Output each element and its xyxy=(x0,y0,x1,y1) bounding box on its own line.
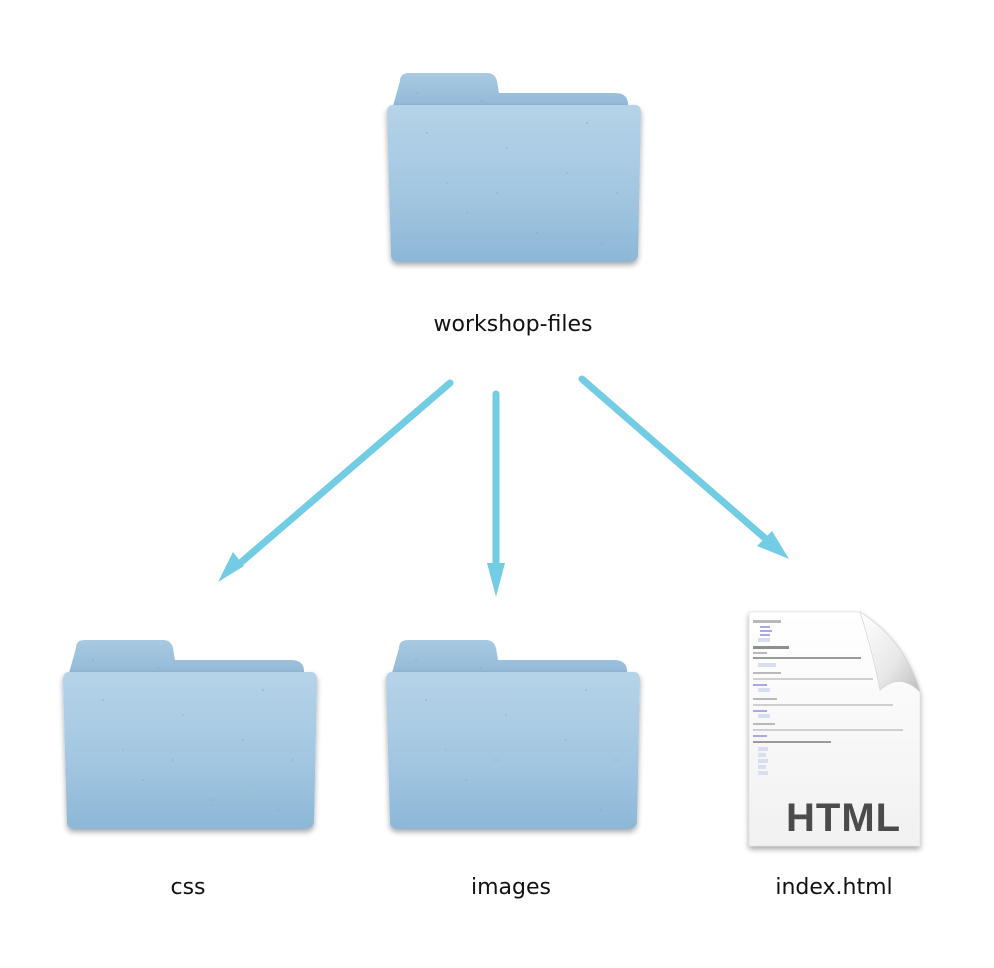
tree-arrows xyxy=(218,375,789,597)
arrow-to-css xyxy=(234,379,454,569)
folder-label-images: images xyxy=(471,875,551,900)
html-badge: HTML xyxy=(786,796,902,840)
document-preview xyxy=(753,620,903,775)
arrowhead-icon xyxy=(757,531,789,559)
folder-icon[interactable] xyxy=(387,73,641,262)
html-document-icon[interactable] xyxy=(748,611,921,847)
folder-icon[interactable] xyxy=(386,640,640,829)
file-label-index-html: index.html xyxy=(775,875,893,900)
folder-label-workshop-files: workshop-files xyxy=(433,312,593,337)
arrowhead-icon xyxy=(218,552,244,582)
folder-icon[interactable] xyxy=(63,640,317,829)
arrowhead-icon xyxy=(487,563,505,597)
folder-label-css: css xyxy=(170,875,206,900)
arrow-to-index xyxy=(578,375,771,544)
